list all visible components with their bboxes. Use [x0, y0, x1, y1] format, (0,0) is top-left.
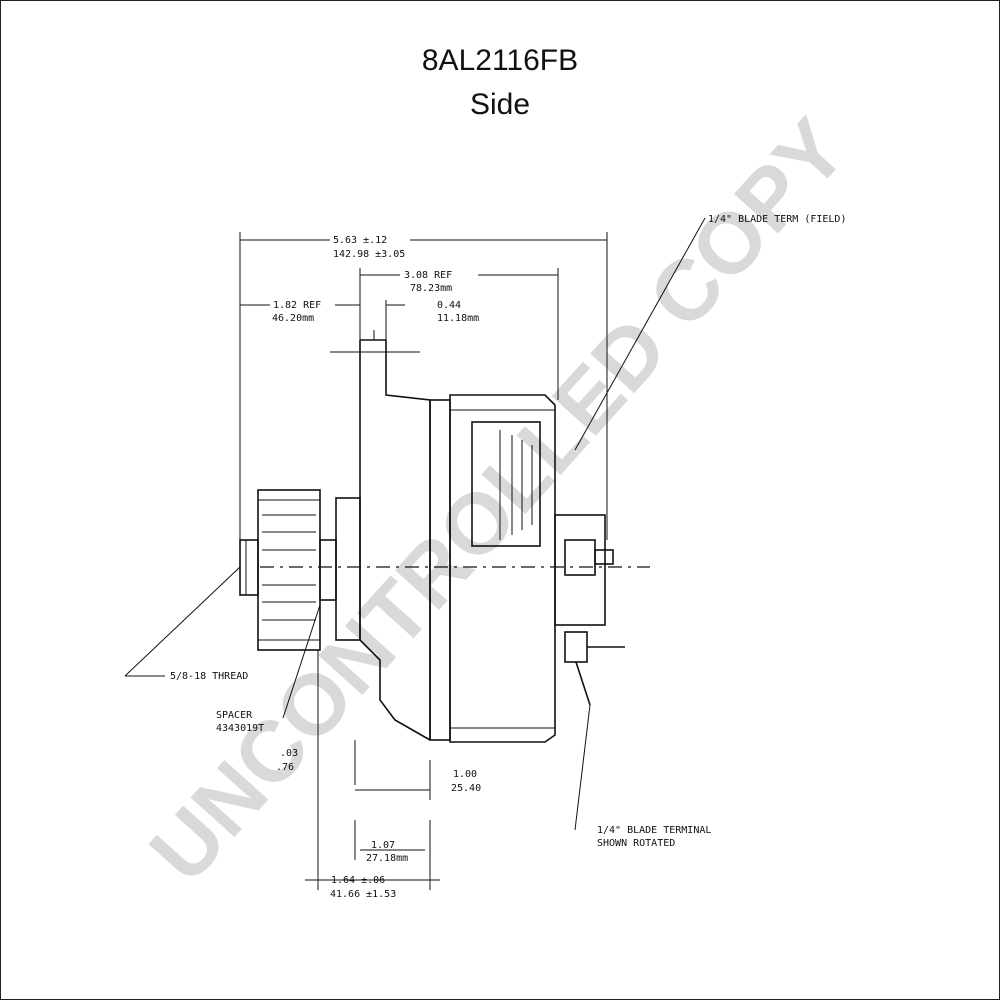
callout-shown-rotated: SHOWN ROTATED [597, 838, 675, 849]
dimension-lines [239, 232, 608, 890]
dim-100-in: 1.00 [453, 769, 477, 780]
drawing-title: 8AL2116FB [421, 44, 579, 77]
rear-terminals [554, 514, 625, 706]
dim-003-in: .03 [280, 748, 298, 759]
dim-164-in: 1.64 ±.06 [331, 875, 385, 886]
pulley [239, 489, 321, 651]
callout-thread: 5/8-18 THREAD [170, 671, 248, 682]
dim-ref308-in: 3.08 REF [404, 270, 452, 281]
callout-blade-terminal: 1/4" BLADE TERMINAL [597, 825, 711, 836]
callout-blade-field: 1/4" BLADE TERM (FIELD) [708, 214, 846, 225]
drawing-subtitle: Side [469, 88, 531, 121]
dim-003-mm: .76 [276, 762, 294, 773]
dim-ref182-in: 1.82 REF [273, 300, 321, 311]
rear-housing [429, 394, 556, 743]
callout-spacer: SPACER [216, 710, 253, 721]
dim-107-in: 1.07 [371, 840, 395, 851]
dim-ref308-mm: 78.23mm [410, 283, 452, 294]
leader-lines [124, 217, 706, 831]
callout-spacer-part: 4343019T [216, 723, 264, 734]
dim-164-mm: 41.66 ±1.53 [330, 889, 396, 900]
dim-044-mm: 11.18mm [437, 313, 479, 324]
dim-044-in: 0.44 [437, 300, 461, 311]
dim-ref182-mm: 46.20mm [272, 313, 314, 324]
dim-overall-mm: 142.98 ±3.05 [333, 249, 405, 260]
dim-overall-in: 5.63 ±.12 [333, 235, 387, 246]
dim-107-mm: 27.18mm [366, 853, 408, 864]
dim-100-mm: 25.40 [451, 783, 481, 794]
